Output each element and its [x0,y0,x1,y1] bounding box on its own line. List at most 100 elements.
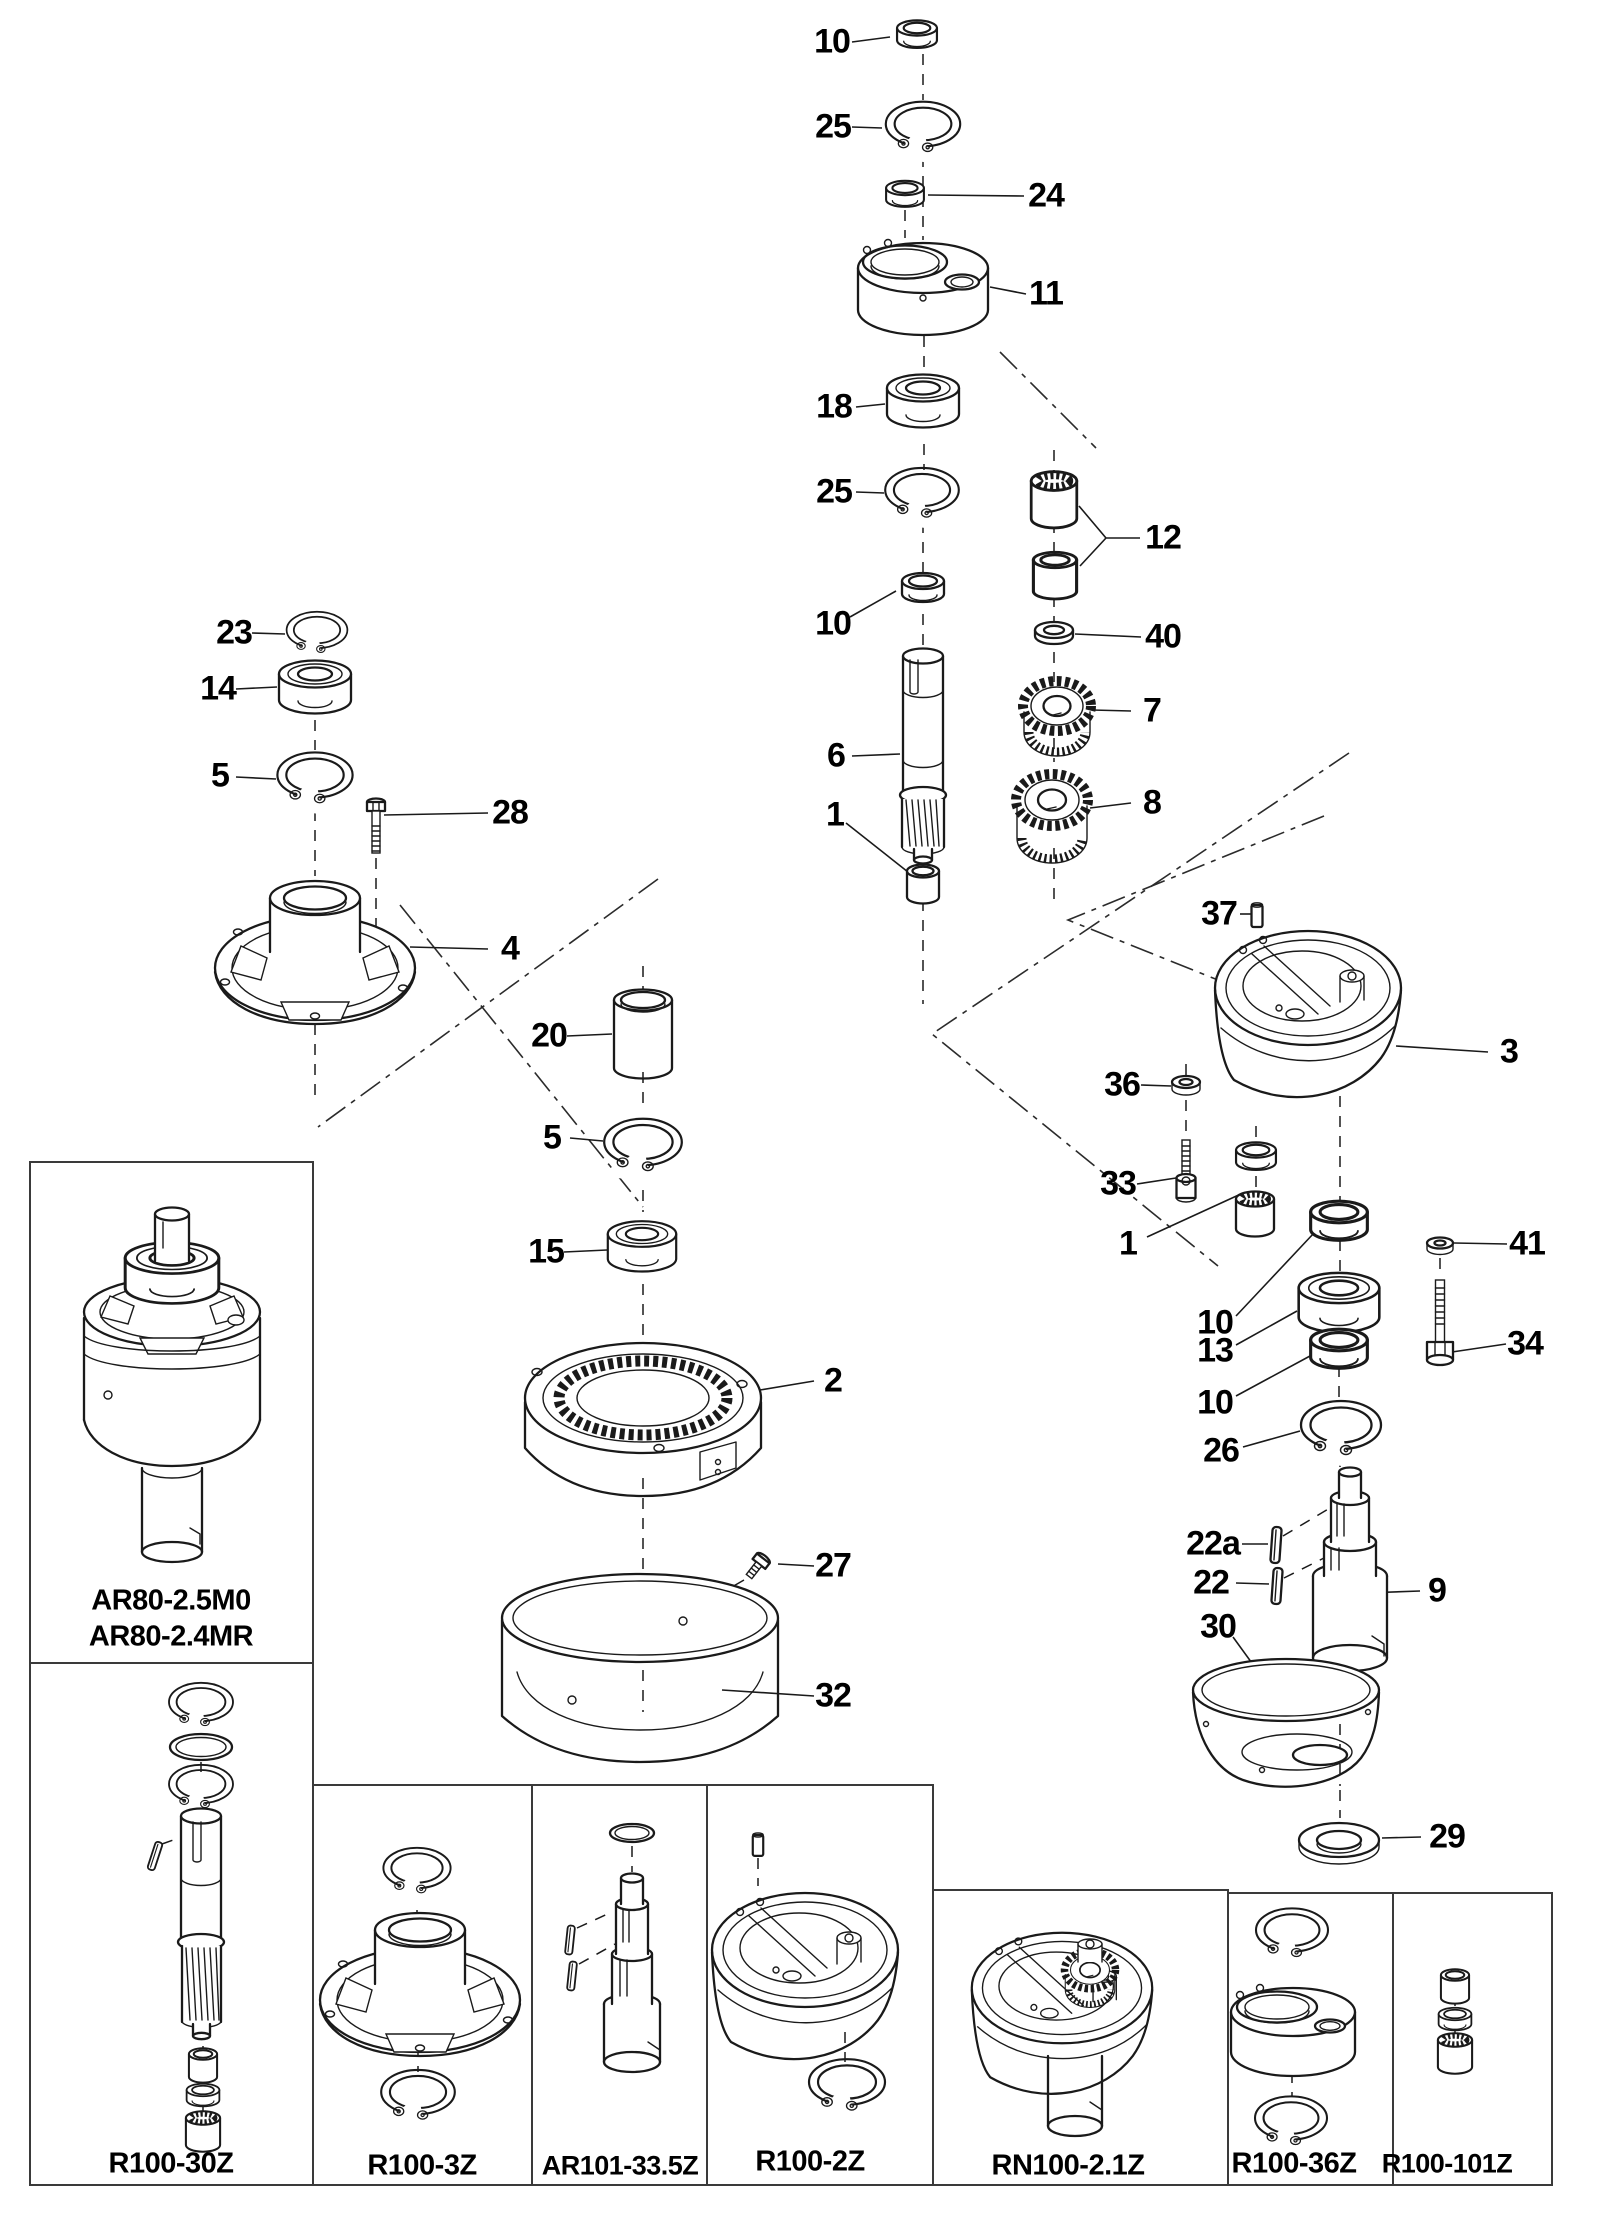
kit-label-ar80-line1: AR80-2.5M0 [91,1584,251,1617]
kit-label-r100-101z: R100-101Z [1381,2148,1513,2179]
callout-9: 9 [1428,1571,1447,1610]
part-23-snap-ring [285,610,349,663]
kit-label-ar101-33-5z: AR101-33.5Z [541,2150,699,2181]
callout-8: 8 [1143,783,1162,822]
kit-r100-3z-parts [318,1846,522,2132]
part-10-spacer-ring [895,19,939,50]
part-8-gear [1011,769,1093,864]
part-ring [1234,1141,1278,1172]
part-7-pinion-gear [1023,681,1091,756]
part-18-bearing [885,373,961,429]
center-axes [161,54,1456,2112]
callout-11: 11 [1029,274,1064,313]
callout-4: 4 [501,929,520,968]
callout-10c: 10 [1197,1303,1234,1342]
part-28-bolt [365,797,387,854]
part-5-snap-ring [276,751,354,816]
part-3-gear-housing [1213,929,1403,1099]
part-41-washer [1425,1236,1455,1256]
part-25-snap-ring [884,100,962,165]
leader-lines [235,36,1508,1839]
part-20-sleeve [612,988,674,1080]
kit-label-r100-2z: R100-2Z [755,2145,865,2178]
kit-rn100-2-1z-assembly [970,1931,1154,2138]
callout-6: 6 [827,736,846,775]
callout-2: 2 [824,1361,843,1400]
callout-10a: 10 [814,22,851,61]
callout-12: 12 [1145,518,1182,557]
callout-29: 29 [1429,1817,1466,1856]
kit-label-r100-30z: R100-30Z [108,2147,234,2180]
kit-r100-2z-parts [710,1831,900,2123]
callout-20: 20 [531,1016,568,1055]
part-10-spacer-ring-2 [900,571,946,604]
callout-34: 34 [1507,1324,1544,1363]
callout-25a: 25 [815,107,852,146]
callout-15: 15 [528,1232,565,1271]
part-14-bearing [277,659,353,715]
callout-18: 18 [816,387,853,426]
part-33-bolt [1175,1139,1197,1203]
part-10-seal-ring [1309,1199,1369,1242]
kit-label-ar80-line2: AR80-2.4MR [88,1620,254,1653]
callout-5a: 5 [211,756,230,795]
part-26-snap-ring [1299,1399,1383,1469]
part-1-needle-bushing [905,863,941,905]
phantom-boundary-lines [317,351,1350,1267]
part-24-ring [885,179,925,208]
part-11-bearing-housing [856,238,990,337]
callout-36: 36 [1104,1065,1141,1104]
callout-14: 14 [200,669,237,708]
part-4-hub [213,879,417,1026]
callout-40: 40 [1145,617,1182,656]
callout-7: 7 [1143,691,1162,730]
callout-33: 33 [1100,1164,1137,1203]
kit-boxes [29,1161,1553,2186]
kit-r100-36z-parts [1229,1907,1357,2157]
callout-32: 32 [815,1676,852,1715]
callout-13: 13 [1197,1331,1234,1370]
part-27-screw [745,1551,771,1580]
part-1-needle-bushing-2 [1236,1192,1274,1237]
part-22a-key [1269,1525,1283,1565]
part-29-washer [1297,1821,1381,1865]
callout-37: 37 [1201,894,1238,933]
part-9-output-shaft [1311,1466,1389,1673]
callout-10b: 10 [815,604,852,643]
callout-30: 30 [1200,1607,1237,1646]
part-30-cover-bowl [1191,1657,1381,1788]
callout-25b: 25 [816,472,853,511]
callout-41: 41 [1509,1224,1546,1263]
callout-27: 27 [815,1546,852,1585]
part-22-key [1270,1566,1284,1606]
callout-28: 28 [492,793,529,832]
part-40-washer [1033,620,1075,646]
part-15-bearing [606,1220,678,1273]
part-10-seal-ring-2 [1309,1327,1369,1370]
callout-3: 3 [1500,1032,1519,1071]
kit-r100-101z-parts [1438,1968,1472,2073]
callout-22: 22 [1193,1563,1230,1602]
part-13-bearing [1297,1271,1381,1334]
part-34-bolt [1425,1279,1455,1367]
kit-label-rn100-2-1z: RN100-2.1Z [991,2149,1145,2182]
part-12-bushing [1031,550,1079,601]
kit-label-r100-3z: R100-3Z [367,2149,477,2182]
part-12-needle-bushing [1031,472,1077,528]
callout-22a: 22a [1186,1524,1241,1563]
part-32-drum [500,1572,780,1764]
part-5-snap-ring-2 [603,1117,683,1184]
callout-1b: 1 [1119,1224,1138,1263]
callout-26: 26 [1203,1431,1240,1470]
part-6-input-shaft [898,647,948,865]
callout-23: 23 [216,613,253,652]
part-25-snap-ring-2 [884,466,960,530]
part-36-nut [1170,1074,1202,1096]
callout-1a: 1 [826,795,845,834]
callout-24: 24 [1028,176,1065,215]
kit-ar80-assembly [82,1206,262,1564]
callout-5b: 5 [543,1118,562,1157]
part-2-ring-gear [523,1341,763,1498]
